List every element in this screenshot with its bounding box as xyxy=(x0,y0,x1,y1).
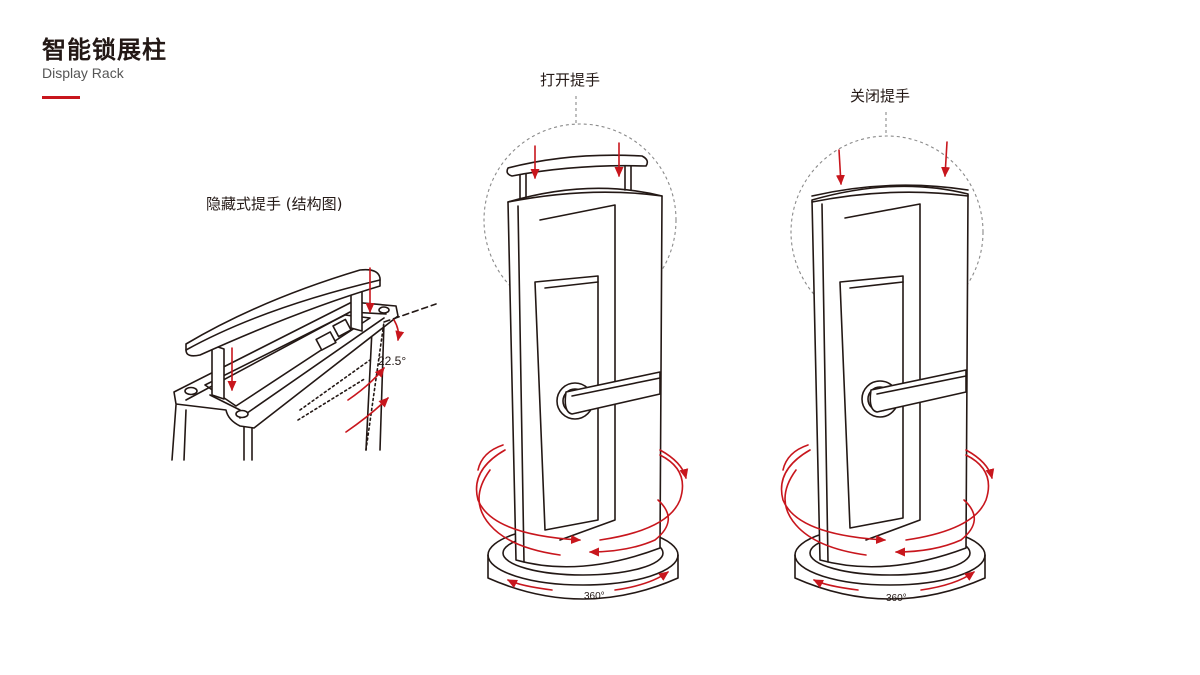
closed-handle-drawing: 360° xyxy=(780,112,995,604)
title-accent-bar xyxy=(42,96,80,99)
hidden-handle-structure-drawing: 22.5° xyxy=(171,267,437,461)
rotation-label-closed: 360° xyxy=(886,593,907,604)
angle-label: 22.5° xyxy=(378,354,406,368)
close-handle-label: 关闭提手 xyxy=(850,87,911,105)
page-title: 智能锁展柱 xyxy=(42,36,167,64)
hidden-handle-label: 隐藏式提手 (结构图) xyxy=(206,195,343,213)
open-handle-drawing: 360° xyxy=(475,96,689,602)
page-subtitle: Display Rack xyxy=(42,65,124,81)
open-handle-label: 打开提手 xyxy=(540,71,601,89)
rotation-label-open: 360° xyxy=(584,591,605,602)
